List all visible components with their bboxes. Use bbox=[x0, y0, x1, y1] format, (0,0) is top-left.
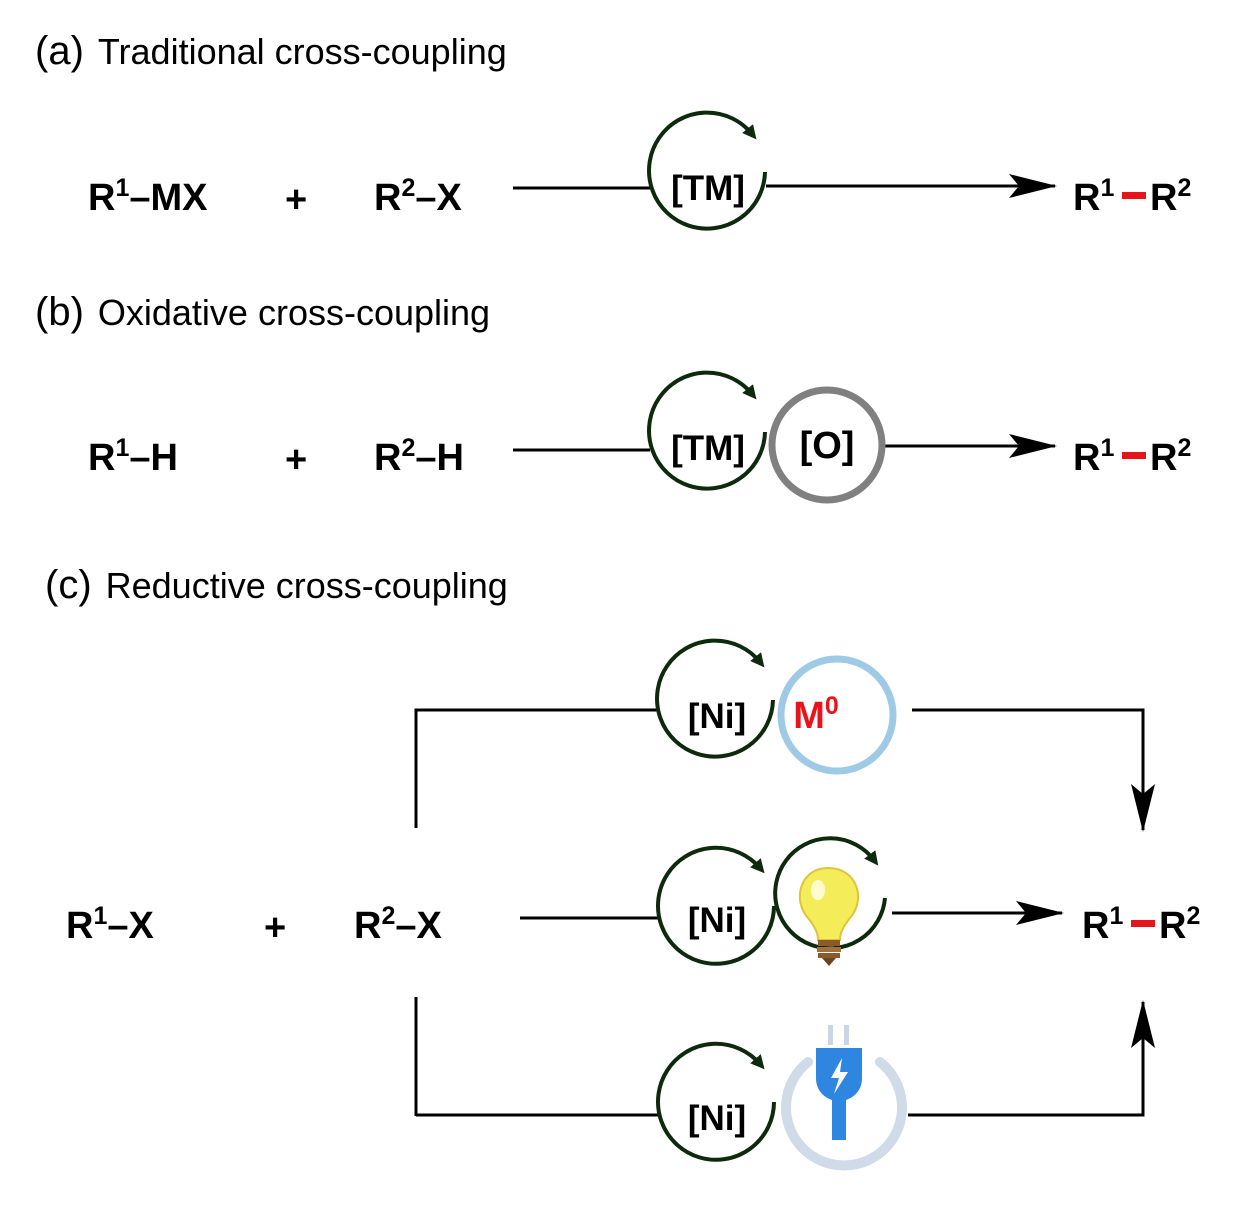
panel-c-reactant-1: R1–X bbox=[66, 902, 154, 947]
panel-a-reactant-1: R1–MX bbox=[88, 174, 208, 219]
panel-a-catalyst: [TM] bbox=[671, 169, 745, 208]
route-metal-catalyst: [Ni] bbox=[688, 697, 746, 736]
panel-a-title: Traditional cross-coupling bbox=[98, 31, 507, 72]
panel-b-letter: (b) bbox=[35, 290, 84, 334]
panel-a-header: (a) Traditional cross-coupling bbox=[35, 29, 507, 73]
panel-b-oxidant: [O] bbox=[800, 425, 855, 467]
panel-c-reactant-2: R2–X bbox=[354, 902, 442, 947]
panel-c-product: R1 R2 bbox=[1082, 902, 1200, 947]
panel-c-letter: (c) bbox=[45, 563, 92, 607]
light-bulb-icon bbox=[798, 866, 859, 966]
metal-reductant-label: M0 bbox=[793, 692, 839, 737]
panel-a: (a) Traditional cross-coupling R1–MX + R… bbox=[35, 29, 1191, 231]
svg-text:R2: R2 bbox=[1150, 174, 1191, 219]
route-electro-catalytic-cycle bbox=[656, 1041, 776, 1162]
panel-c-title: Reductive cross-coupling bbox=[106, 565, 508, 606]
route-metal-arrow bbox=[912, 708, 1155, 832]
route-electro-catalyst: [Ni] bbox=[688, 1099, 746, 1138]
panel-a-catalytic-cycle bbox=[647, 110, 767, 231]
route-metal-line-left bbox=[414, 708, 660, 828]
svg-text:R2: R2 bbox=[1150, 434, 1191, 479]
panel-c-header: (c) Reductive cross-coupling bbox=[45, 563, 508, 607]
svg-text:R2: R2 bbox=[1159, 902, 1200, 947]
panel-b-plus: + bbox=[285, 439, 307, 481]
panel-c: (c) Reductive cross-coupling R1–X + R2–X… bbox=[45, 563, 1200, 1171]
svg-text:R1: R1 bbox=[1082, 902, 1123, 947]
route-metal-catalytic-cycle bbox=[655, 638, 775, 759]
panel-b-product: R1 R2 bbox=[1073, 434, 1191, 479]
panel-b-catalyst: [TM] bbox=[671, 429, 745, 468]
route-photo-cycle bbox=[773, 836, 887, 951]
metal-reductant-cycle bbox=[777, 655, 897, 775]
svg-text:R1: R1 bbox=[1073, 434, 1114, 479]
panel-b-reactant-2: R2–H bbox=[374, 434, 464, 479]
svg-text:R1: R1 bbox=[1073, 174, 1114, 219]
panel-b-catalytic-cycle bbox=[647, 370, 767, 491]
panel-b-oxidant-cycle bbox=[768, 386, 886, 504]
panel-a-reactant-2: R2–X bbox=[374, 174, 462, 219]
route-electro-arrow bbox=[908, 1000, 1155, 1117]
electric-plug-icon bbox=[781, 1025, 907, 1171]
route-photo-catalyst: [Ni] bbox=[688, 901, 746, 940]
panel-c-new-bond bbox=[1131, 920, 1155, 927]
panel-b-title: Oxidative cross-coupling bbox=[98, 292, 490, 333]
panel-a-plus: + bbox=[285, 179, 307, 221]
panel-b-header: (b) Oxidative cross-coupling bbox=[35, 290, 490, 334]
route-photo-catalytic-cycle bbox=[656, 845, 776, 966]
panel-b-reactant-1: R1–H bbox=[88, 434, 178, 479]
panel-a-letter: (a) bbox=[35, 29, 84, 73]
panel-a-product: R1 R2 bbox=[1073, 174, 1191, 219]
panel-a-new-bond bbox=[1122, 192, 1146, 199]
panel-c-plus: + bbox=[264, 907, 286, 949]
panel-b-new-bond bbox=[1122, 452, 1146, 459]
panel-b: (b) Oxidative cross-coupling R1–H + R2–H… bbox=[35, 290, 1191, 504]
